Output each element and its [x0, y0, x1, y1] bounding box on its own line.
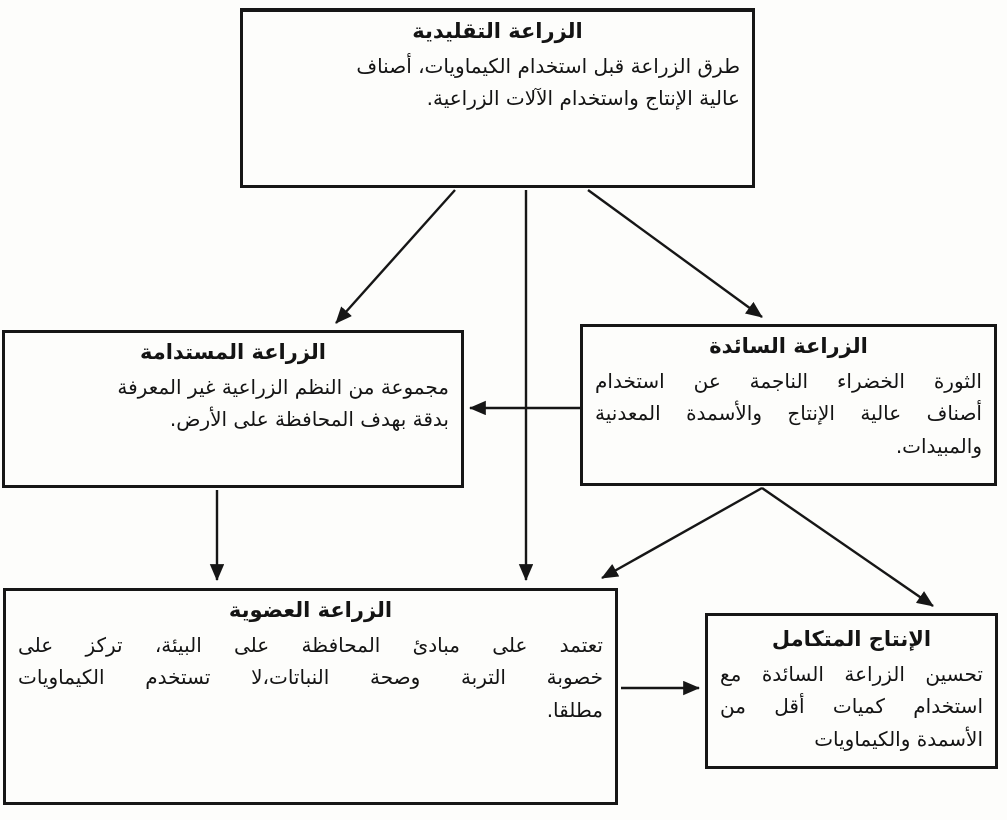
node-text-line: مجموعة من النظم الزراعية غير المعرفة	[117, 375, 449, 399]
node-integrated-production: الإنتاج المتكامل تحسين الزراعة السائدة م…	[705, 613, 998, 769]
node-text-line: بدقة بهدف المحافظة على الأرض.	[169, 407, 449, 432]
arrow-traditional-to-sustainable	[335, 189, 456, 324]
node-text-line: الثورة الخضراء الناجمة عن استخدام	[595, 369, 982, 393]
node-text-line: عالية الإنتاج واستخدام الآلات الزراعية.	[426, 86, 740, 111]
node-text-line: تعتمد على مبادئ المحافظة على البيئة، ترك…	[18, 633, 603, 657]
node-text-line: تحسين الزراعة السائدة مع	[720, 662, 983, 686]
node-organic-agriculture: الزراعة العضوية تعتمد على مبادئ المحافظة…	[3, 588, 618, 805]
arrow-conventional-to-integrated	[761, 487, 934, 607]
arrow-conventional-to-organic	[601, 486, 763, 580]
node-text-line: استخدام كميات أقل من	[720, 694, 983, 719]
node-traditional-agriculture: الزراعة التقليدية طرق الزراعة قبل استخدا…	[240, 8, 755, 188]
node-text-line: طرق الزراعة قبل استخدام الكيماويات، أصنا…	[356, 54, 740, 78]
node-title: الزراعة المستدامة	[140, 340, 326, 364]
node-sustainable-agriculture: الزراعة المستدامة مجموعة من النظم الزراع…	[2, 330, 464, 488]
node-text-line: والمبيدات.	[895, 433, 982, 458]
arrow-traditional-to-conventional	[587, 189, 763, 318]
node-text-line: أصناف عالية الإنتاج والأسمدة المعدنية	[595, 401, 982, 426]
node-text-line: الأسمدة والكيماويات	[814, 726, 983, 751]
node-title: الزراعة التقليدية	[412, 19, 583, 43]
node-title: الزراعة السائدة	[709, 334, 868, 358]
node-title: الزراعة العضوية	[228, 598, 393, 622]
node-text-line: مطلقا.	[546, 697, 603, 722]
node-title: الإنتاج المتكامل	[771, 627, 932, 651]
node-conventional-agriculture: الزراعة السائدة الثورة الخضراء الناجمة ع…	[580, 324, 997, 486]
node-text-line: خصوبة التربة وصحة النباتات،لا تستخدم الك…	[18, 665, 603, 690]
